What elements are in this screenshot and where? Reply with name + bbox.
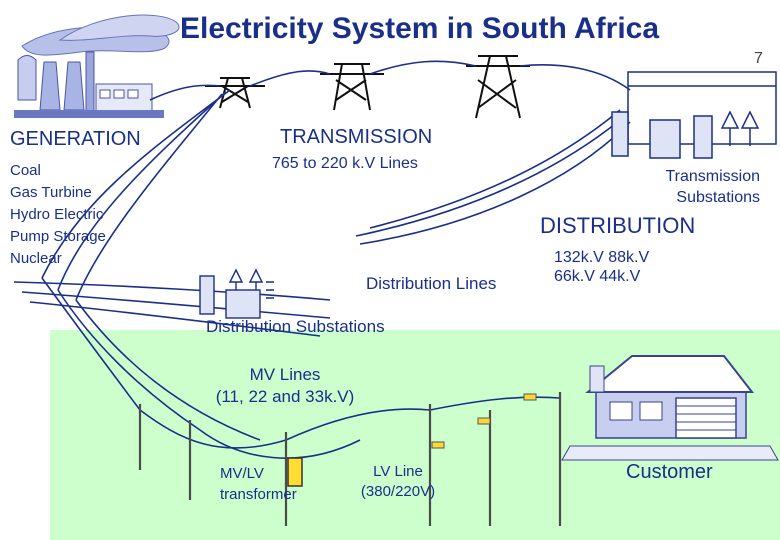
- distribution-substations-label: Distribution Substations: [206, 317, 385, 336]
- generation-list: Coal Gas Turbine Hydro Electric Pump Sto…: [10, 160, 106, 270]
- insulator-icon: [431, 393, 537, 449]
- transmission-substations-line2: Substations: [676, 189, 760, 206]
- mv-lv-transformer-icon: [287, 457, 303, 487]
- transmission-voltage: 765 to 220 k.V Lines: [272, 155, 418, 172]
- power-lines: [13, 60, 631, 459]
- lv-line-label: LV Line (380/220V): [346, 462, 450, 502]
- distribution-voltages-line1: 132k.V 88k.V: [554, 249, 650, 266]
- transmission-substations-label: Transmission Substations: [630, 166, 760, 208]
- mv-lv-transformer-label: MV/LV transformer: [220, 463, 297, 505]
- mv-lines-label: MV Lines (11, 22 and 33k.V): [200, 364, 370, 408]
- lv-line-line1: LV Line: [373, 463, 423, 480]
- generation-item: Hydro Electric: [10, 206, 104, 223]
- customer-label: Customer: [626, 461, 713, 483]
- substation-transformer-icon: [611, 71, 777, 159]
- mv-lines-line2: (11, 22 and 33k.V): [215, 387, 355, 406]
- distribution-voltages-line2: 66k.V 44k.V: [554, 268, 641, 285]
- distribution-voltages: 132k.V 88k.V 66k.V 44k.V: [554, 248, 649, 286]
- power-station-icon: [14, 14, 180, 118]
- distribution-pole-icon: [138, 392, 562, 526]
- lv-line-line2: (380/220V): [360, 483, 436, 500]
- distribution-lines-label: Distribution Lines: [366, 274, 497, 293]
- mv-lv-line2: transformer: [220, 486, 297, 503]
- generation-item: Gas Turbine: [10, 184, 92, 201]
- page-title: Electricity System in South Africa: [180, 12, 660, 45]
- generation-item: Nuclear: [10, 250, 62, 267]
- transmission-substations-line1: Transmission: [665, 168, 760, 185]
- mv-lines-line1: MV Lines: [249, 365, 321, 384]
- distribution-heading: DISTRIBUTION: [540, 213, 696, 238]
- distribution-substation-icon: [199, 268, 274, 319]
- transmission-heading: TRANSMISSION: [280, 126, 433, 148]
- transmission-pylon-icon: [205, 55, 530, 119]
- generation-heading: GENERATION: [10, 128, 141, 150]
- generation-item: Coal: [10, 162, 41, 179]
- mv-lv-line1: MV/LV: [220, 465, 264, 482]
- page-number: 7: [754, 50, 763, 67]
- generation-item: Pump Storage: [10, 228, 106, 245]
- house-icon: [561, 355, 779, 461]
